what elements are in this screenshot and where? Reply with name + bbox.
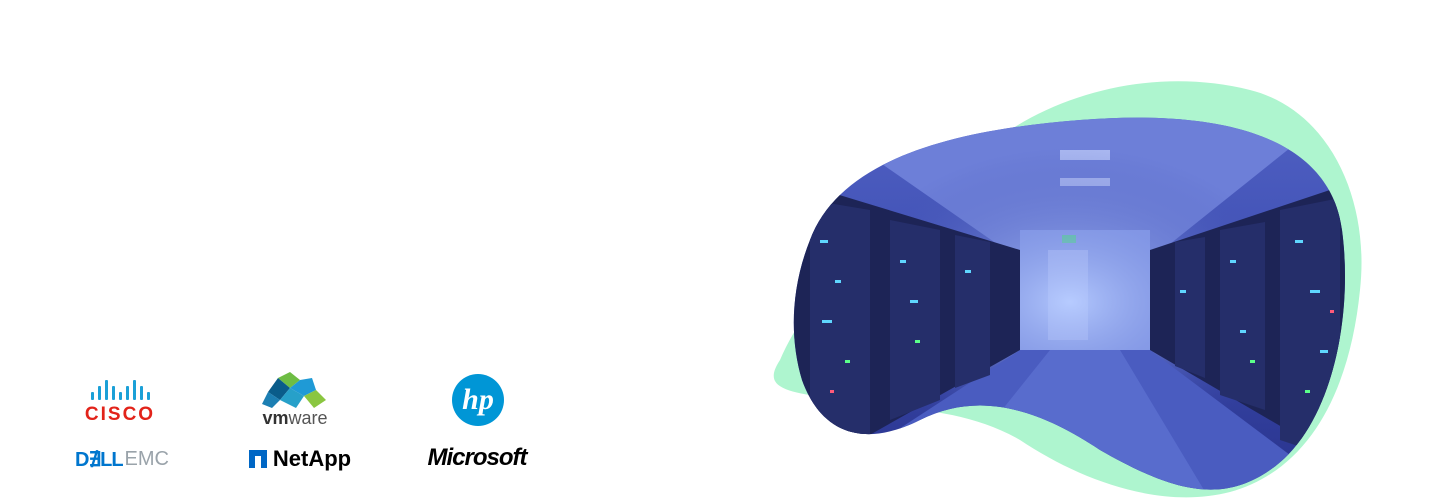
microsoft-logo: Microsoft: [412, 440, 542, 476]
cisco-logo: CISCO: [60, 372, 180, 432]
netapp-logo: NetApp: [235, 442, 365, 476]
netapp-mark-icon: [248, 450, 267, 468]
hp-logo: hp: [448, 372, 508, 428]
cisco-bars-icon: [90, 378, 150, 400]
cisco-wordmark: CISCO: [84, 404, 156, 425]
vmware-wordmark: vmware: [262, 407, 328, 428]
microsoft-wordmark: Microsoft: [427, 444, 528, 471]
hp-icon: hp: [452, 374, 504, 426]
server-hall-photo: [793, 117, 1346, 490]
vmware-cloud-icon: [262, 371, 326, 408]
datacenter-hero-image: [750, 60, 1390, 500]
netapp-wordmark: NetApp: [272, 446, 352, 471]
vmware-logo: vmware: [240, 368, 350, 432]
